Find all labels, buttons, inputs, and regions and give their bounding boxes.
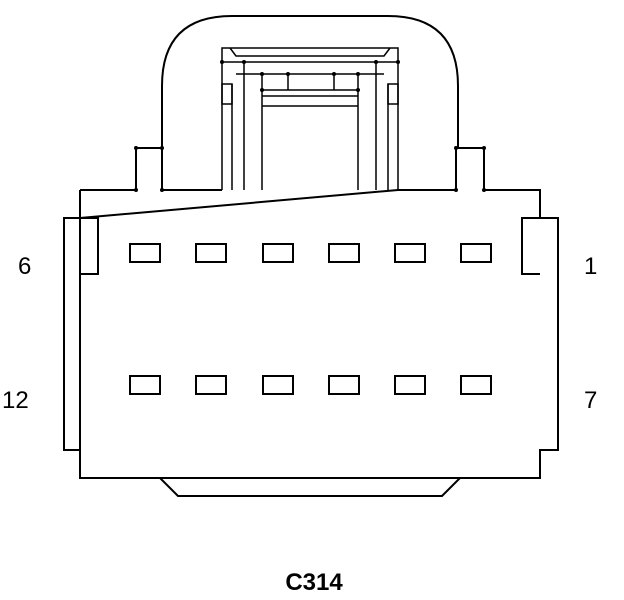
pin-cavity bbox=[460, 375, 492, 395]
pin-cavity bbox=[328, 375, 360, 395]
pin-cavity bbox=[129, 243, 161, 263]
pin-cavity bbox=[195, 243, 227, 263]
left-latch bbox=[80, 217, 99, 275]
bottom-key-tab bbox=[159, 477, 461, 497]
pin-cavity bbox=[460, 243, 492, 263]
pin-label-bottom-right: 7 bbox=[584, 387, 597, 414]
pin-label-bottom-left: 12 bbox=[2, 387, 29, 414]
pin-cavity bbox=[262, 375, 294, 395]
pin-cavity bbox=[195, 375, 227, 395]
lock-mechanism bbox=[134, 47, 486, 192]
connector-title: C314 bbox=[285, 569, 343, 596]
pin-cavity bbox=[394, 243, 426, 263]
pin-row-top bbox=[129, 243, 492, 263]
pin-cavity bbox=[394, 375, 426, 395]
pin-cavity bbox=[328, 243, 360, 263]
pin-cavity bbox=[129, 375, 161, 395]
pin-label-top-left: 6 bbox=[18, 253, 31, 280]
pin-cavity bbox=[262, 243, 294, 263]
pin-row-bottom bbox=[129, 375, 492, 395]
lock-arch bbox=[161, 15, 459, 148]
connector-body-outline bbox=[63, 147, 559, 479]
right-latch bbox=[521, 217, 540, 275]
pin-label-top-right: 1 bbox=[584, 253, 597, 280]
